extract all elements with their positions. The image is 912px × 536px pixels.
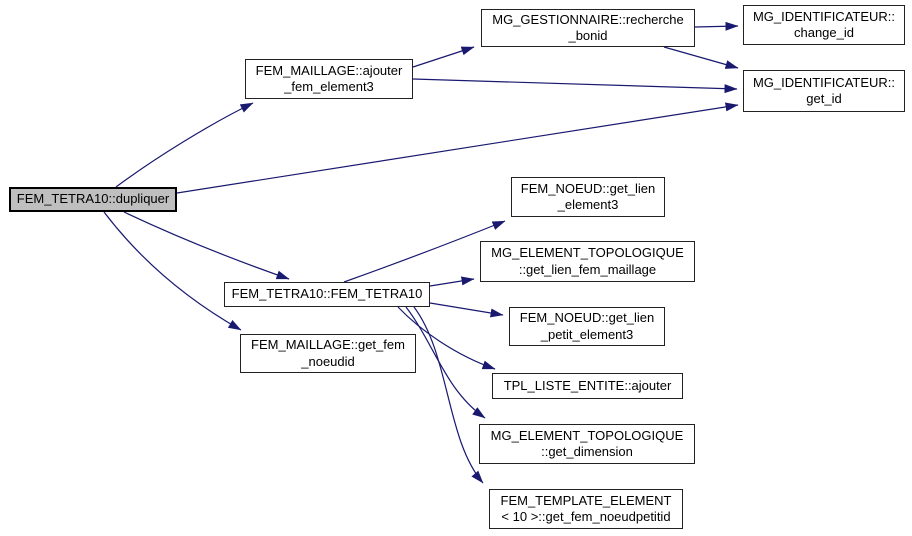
node-label: MG_IDENTIFICATEUR:: change_id	[752, 8, 896, 40]
node-mg-element-topologique-get-lien-fem-maillage[interactable]: MG_ELEMENT_TOPOLOGIQUE ::get_lien_fem_ma…	[480, 241, 695, 282]
node-label: MG_IDENTIFICATEUR:: get_id	[752, 74, 896, 106]
node-mg-element-topologique-get-dimension[interactable]: MG_ELEMENT_TOPOLOGIQUE ::get_dimension	[479, 424, 695, 464]
node-tpl-liste-entite-ajouter[interactable]: TPL_LISTE_ENTITE::ajouter	[492, 373, 683, 399]
node-label: FEM_TETRA10::dupliquer	[16, 191, 170, 207]
edge-recherche-bonid-to-get-id	[663, 46, 739, 69]
edge-dupliquer-to-fem-tetra10	[123, 211, 290, 280]
node-label: FEM_NOEUD::get_lien _element3	[520, 180, 656, 212]
edge-fem-tetra10-to-get-lien-fem-maillage	[429, 276, 475, 287]
edge-dupliquer-to-get-id	[176, 102, 739, 194]
node-fem-noeud-get-lien-element3[interactable]: FEM_NOEUD::get_lien _element3	[511, 177, 665, 217]
node-label: MG_ELEMENT_TOPOLOGIQUE ::get_dimension	[490, 427, 684, 459]
node-fem-tetra10-dupliquer[interactable]: FEM_TETRA10::dupliquer	[9, 187, 177, 212]
node-label: TPL_LISTE_ENTITE::ajouter	[503, 377, 672, 393]
node-label: FEM_TEMPLATE_ELEMENT < 10 >::get_fem_noe…	[500, 492, 672, 524]
node-mg-identificateur-get-id[interactable]: MG_IDENTIFICATEUR:: get_id	[743, 70, 905, 112]
node-label: FEM_NOEUD::get_lien _petit_element3	[519, 310, 655, 342]
node-fem-maillage-ajouter-fem-element3[interactable]: FEM_MAILLAGE::ajouter _fem_element3	[245, 59, 413, 99]
node-fem-template-element-get-fem-noeudpetitid[interactable]: FEM_TEMPLATE_ELEMENT < 10 >::get_fem_noe…	[489, 489, 683, 529]
node-label: MG_ELEMENT_TOPOLOGIQUE ::get_lien_fem_ma…	[491, 245, 684, 277]
node-fem-noeud-get-lien-petit-element3[interactable]: FEM_NOEUD::get_lien _petit_element3	[509, 307, 665, 346]
edge-fem-tetra10-to-get-lien-element3	[343, 220, 506, 283]
edge-fem-tetra10-to-tpl-ajouter	[397, 306, 496, 370]
node-label: FEM_MAILLAGE::ajouter _fem_element3	[255, 62, 403, 94]
edge-ajouter-fem-element3-to-get-id	[412, 78, 738, 94]
edge-dupliquer-to-ajouter-fem-element3	[115, 102, 254, 188]
edge-ajouter-fem-element3-to-recherche-bonid	[412, 46, 475, 68]
node-label: FEM_MAILLAGE::get_fem _noeudid	[251, 337, 405, 369]
edge-fem-tetra10-to-get-lien-petit-element3	[429, 302, 504, 318]
edge-fem-tetra10-to-get-dimension	[405, 306, 486, 419]
node-mg-identificateur-change-id[interactable]: MG_IDENTIFICATEUR:: change_id	[743, 5, 905, 45]
edge-dupliquer-to-get-fem-noeudid	[103, 211, 242, 331]
node-fem-maillage-get-fem-noeudid[interactable]: FEM_MAILLAGE::get_fem _noeudid	[240, 334, 416, 373]
node-fem-tetra10-fem-tetra10[interactable]: FEM_TETRA10::FEM_TETRA10	[224, 282, 430, 307]
node-label: MG_GESTIONNAIRE::recherche _bonid	[492, 11, 684, 43]
node-mg-gestionnaire-recherche-bonid[interactable]: MG_GESTIONNAIRE::recherche _bonid	[481, 9, 695, 47]
edge-fem-tetra10-to-fem-template	[413, 306, 484, 484]
edge-recherche-bonid-to-change-id	[694, 21, 739, 31]
node-label: FEM_TETRA10::FEM_TETRA10	[231, 286, 423, 302]
